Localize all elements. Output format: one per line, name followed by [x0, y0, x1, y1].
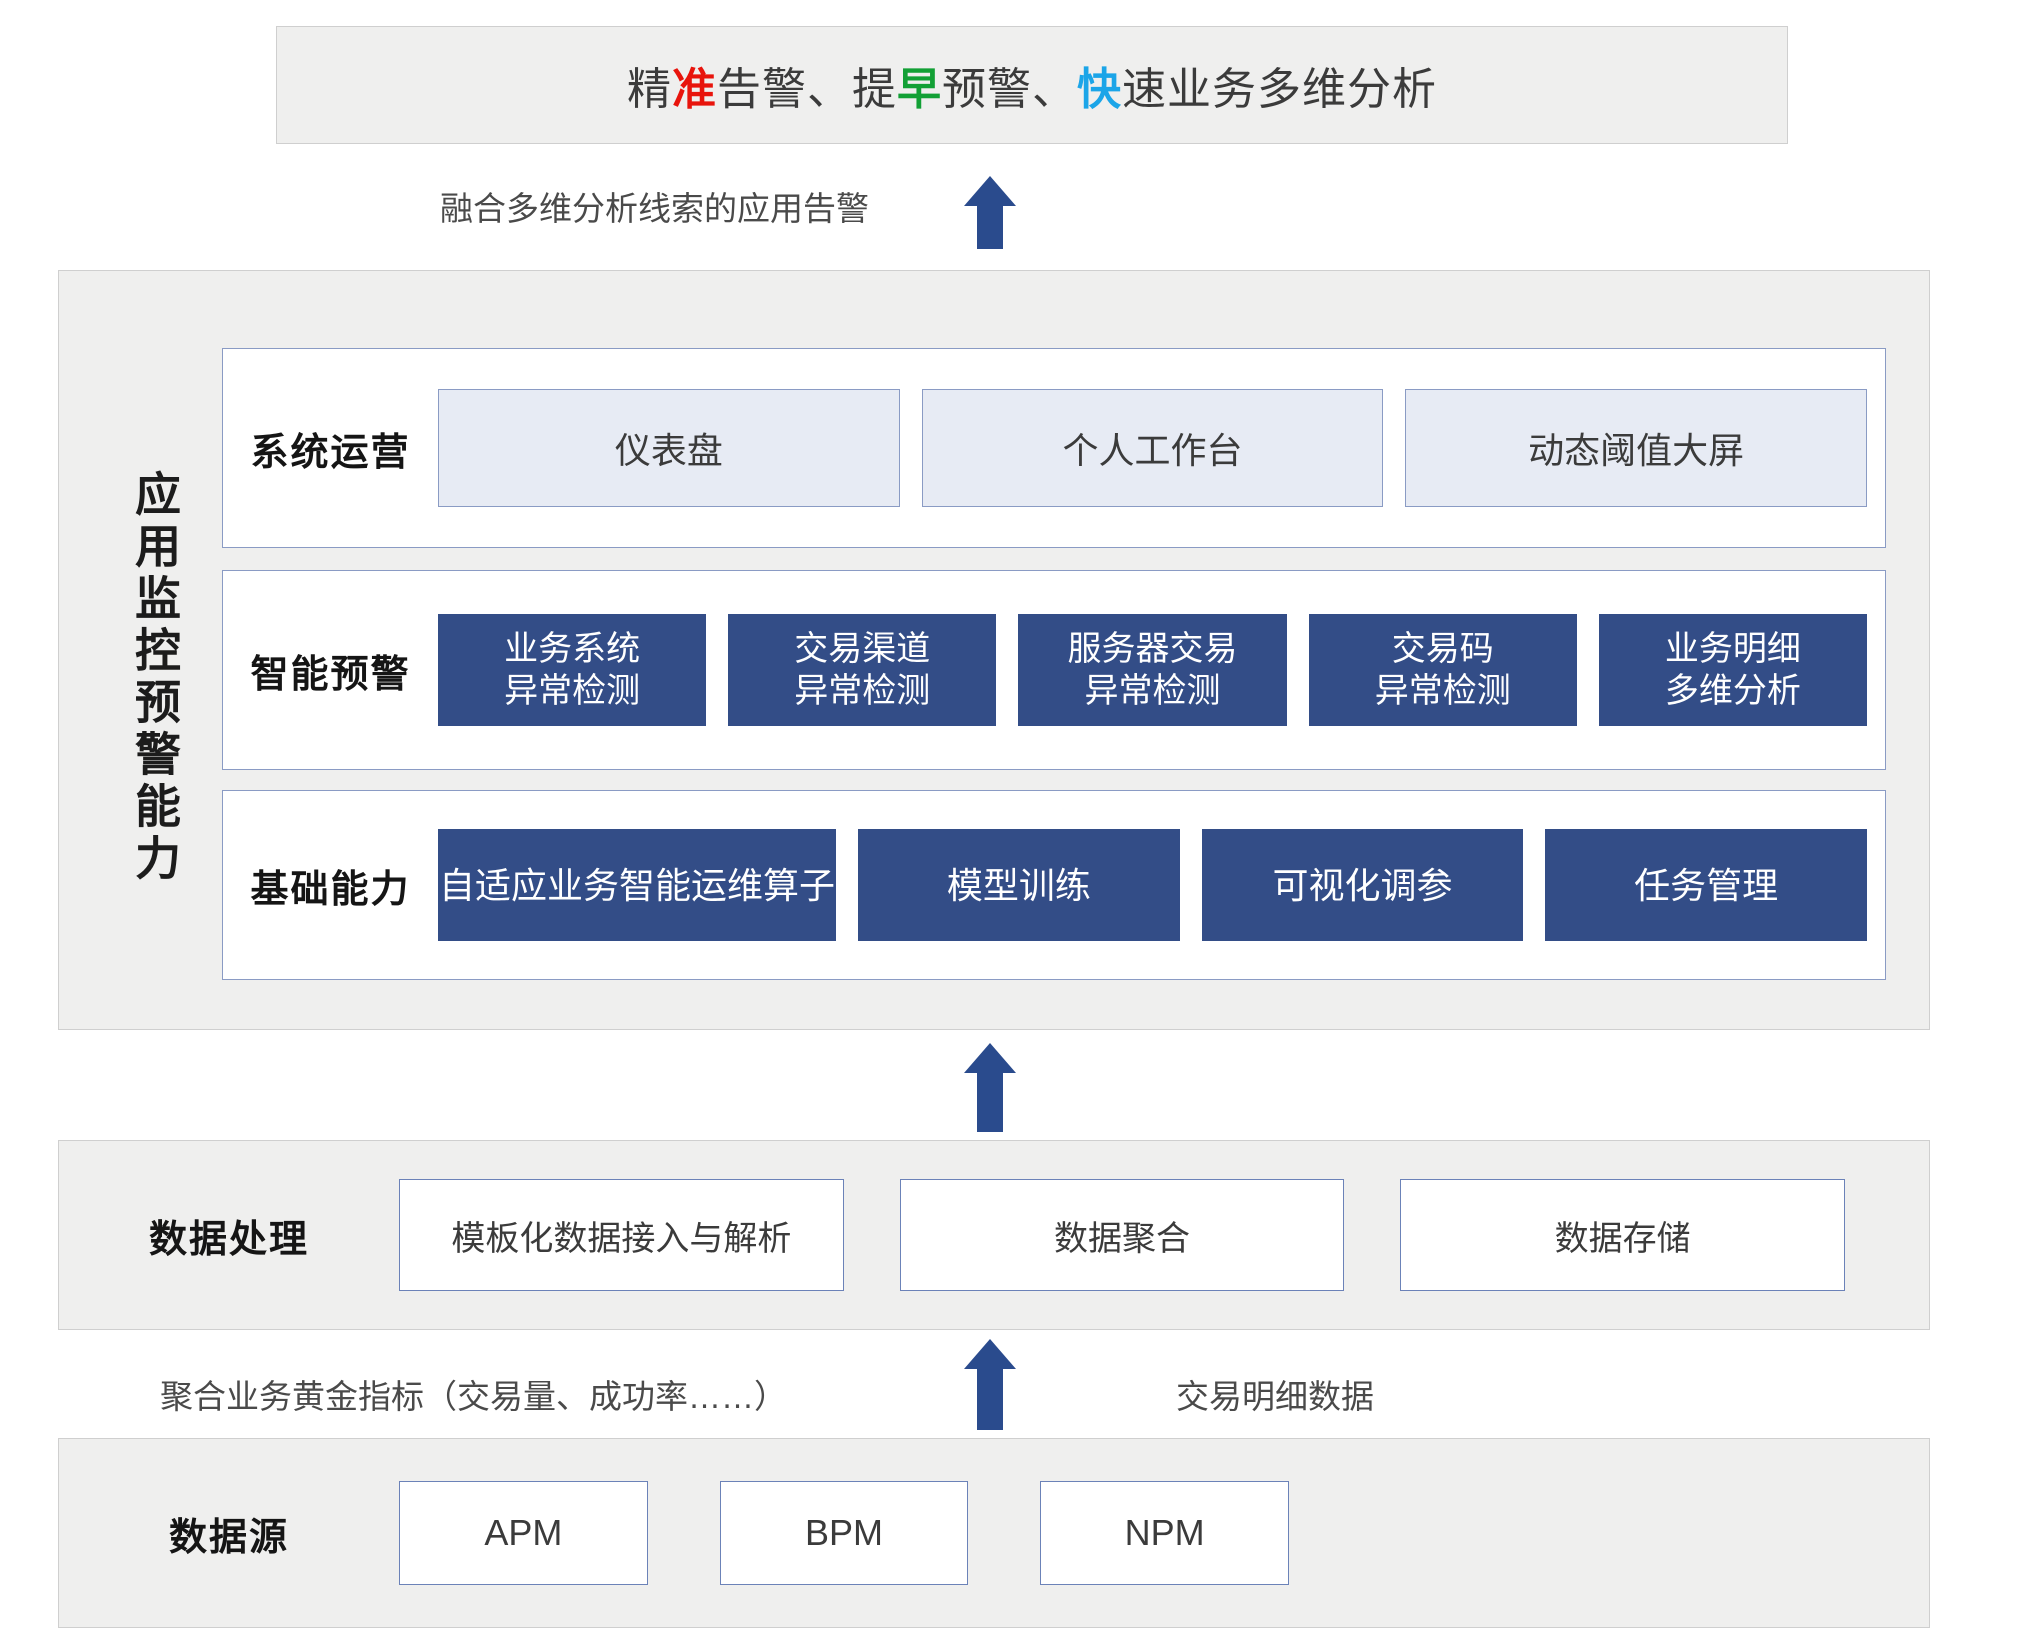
data-source-panel: 数据源 APM BPM NPM	[58, 1438, 1930, 1628]
tile-model-training[interactable]: 模型训练	[858, 829, 1180, 941]
arrow-stem	[977, 1072, 1003, 1132]
up-arrow-icon-bottom	[962, 1339, 1018, 1430]
tile-bpm[interactable]: BPM	[719, 1481, 969, 1585]
tile-transaction-channel-anomaly[interactable]: 交易渠道 异常检测	[728, 614, 997, 726]
tile-line-2: 多维分析	[1664, 672, 1801, 710]
tile-line-2: 异常检测	[794, 672, 931, 710]
headline-text: 精准告警、提早预警、快速业务多维分析	[627, 53, 1437, 117]
tile-line-1: 交易渠道	[794, 629, 931, 668]
tile-dashboard[interactable]: 仪表盘	[438, 389, 900, 507]
tile-business-system-anomaly[interactable]: 业务系统 异常检测	[438, 614, 707, 726]
tile-personal-workbench[interactable]: 个人工作台	[921, 389, 1384, 507]
tile-line-1: 服务器交易	[1067, 629, 1238, 668]
golden-metrics-label: 聚合业务黄金指标（交易量、成功率……）	[160, 1378, 787, 1415]
data-source-label: 数据源	[168, 1516, 289, 1559]
tile-line-1: 业务明细	[1664, 629, 1801, 668]
tile-apm[interactable]: APM	[399, 1481, 648, 1585]
headline-highlight-fast: 快	[1077, 65, 1122, 114]
data-processing-tiles: 模板化数据接入与解析 数据聚合 数据存储	[399, 1179, 1929, 1291]
headline-highlight-early: 早	[897, 65, 942, 114]
headline-banner: 精准告警、提早预警、快速业务多维分析	[276, 26, 1788, 144]
headline-highlight-accurate: 准	[672, 65, 717, 114]
tile-templated-data-ingest-parse[interactable]: 模板化数据接入与解析	[399, 1179, 844, 1291]
tile-data-storage[interactable]: 数据存储	[1400, 1179, 1846, 1291]
tile-dynamic-threshold-screen[interactable]: 动态阈值大屏	[1405, 389, 1868, 507]
tile-npm[interactable]: NPM	[1040, 1481, 1290, 1585]
arrow-head	[964, 1043, 1016, 1073]
tile-line-2: 异常检测	[1374, 672, 1511, 710]
tile-transaction-code-anomaly[interactable]: 交易码 异常检测	[1308, 614, 1577, 726]
tile-server-transaction-anomaly[interactable]: 服务器交易 异常检测	[1018, 614, 1287, 726]
up-arrow-icon-middle	[962, 1043, 1018, 1132]
arrow-head	[964, 176, 1016, 206]
foundation-capability-tiles: 自适应业务智能运维算子 模型训练 可视化调参 任务管理	[438, 791, 1885, 979]
system-operations-row: 系统运营 仪表盘 个人工作台 动态阈值大屏	[222, 348, 1886, 548]
tile-adaptive-aiops-operator[interactable]: 自适应业务智能运维算子	[438, 829, 837, 941]
row-label-foundation-capability: 基础能力	[250, 868, 411, 911]
data-processing-panel: 数据处理 模板化数据接入与解析 数据聚合 数据存储	[58, 1140, 1930, 1330]
row-label-intelligent-warning: 智能预警	[250, 653, 411, 696]
data-source-tiles: APM BPM NPM	[399, 1481, 1929, 1585]
arrow-stem	[977, 1368, 1003, 1430]
headline-part-3: 预警、	[942, 65, 1077, 114]
top-arrow-label: 融合多维分析线索的应用告警	[440, 190, 869, 227]
row-label-system-operations: 系统运营	[250, 431, 411, 474]
headline-part-4: 速业务多维分析	[1122, 65, 1437, 114]
headline-part-1: 精	[627, 65, 672, 114]
tile-business-detail-multidim-analysis[interactable]: 业务明细 多维分析	[1598, 614, 1868, 726]
capability-vertical-title: 应用监控预警能力	[129, 470, 181, 886]
tile-line-1: 业务系统	[504, 629, 641, 668]
up-arrow-icon-top	[962, 176, 1018, 249]
headline-part-2: 告警、提	[717, 65, 897, 114]
tile-line-1: 交易码	[1391, 629, 1494, 668]
tile-visual-parameter-tuning[interactable]: 可视化调参	[1201, 829, 1524, 941]
transaction-detail-label: 交易明细数据	[1176, 1378, 1374, 1415]
tile-line-2: 异常检测	[1084, 672, 1221, 710]
data-processing-label: 数据处理	[148, 1218, 309, 1261]
tile-line-2: 异常检测	[504, 672, 641, 710]
arrow-stem	[977, 205, 1003, 249]
tile-data-aggregation[interactable]: 数据聚合	[899, 1179, 1345, 1291]
intelligent-warning-row: 智能预警 业务系统 异常检测 交易渠道 异常检测 服务器交易 异常检测 交易码 …	[222, 570, 1886, 770]
foundation-capability-row: 基础能力 自适应业务智能运维算子 模型训练 可视化调参 任务管理	[222, 790, 1886, 980]
intelligent-warning-tiles: 业务系统 异常检测 交易渠道 异常检测 服务器交易 异常检测 交易码 异常检测 …	[438, 571, 1885, 769]
tile-task-management[interactable]: 任务管理	[1545, 829, 1867, 941]
arrow-head	[964, 1339, 1016, 1369]
system-operations-tiles: 仪表盘 个人工作台 动态阈值大屏	[438, 349, 1885, 547]
